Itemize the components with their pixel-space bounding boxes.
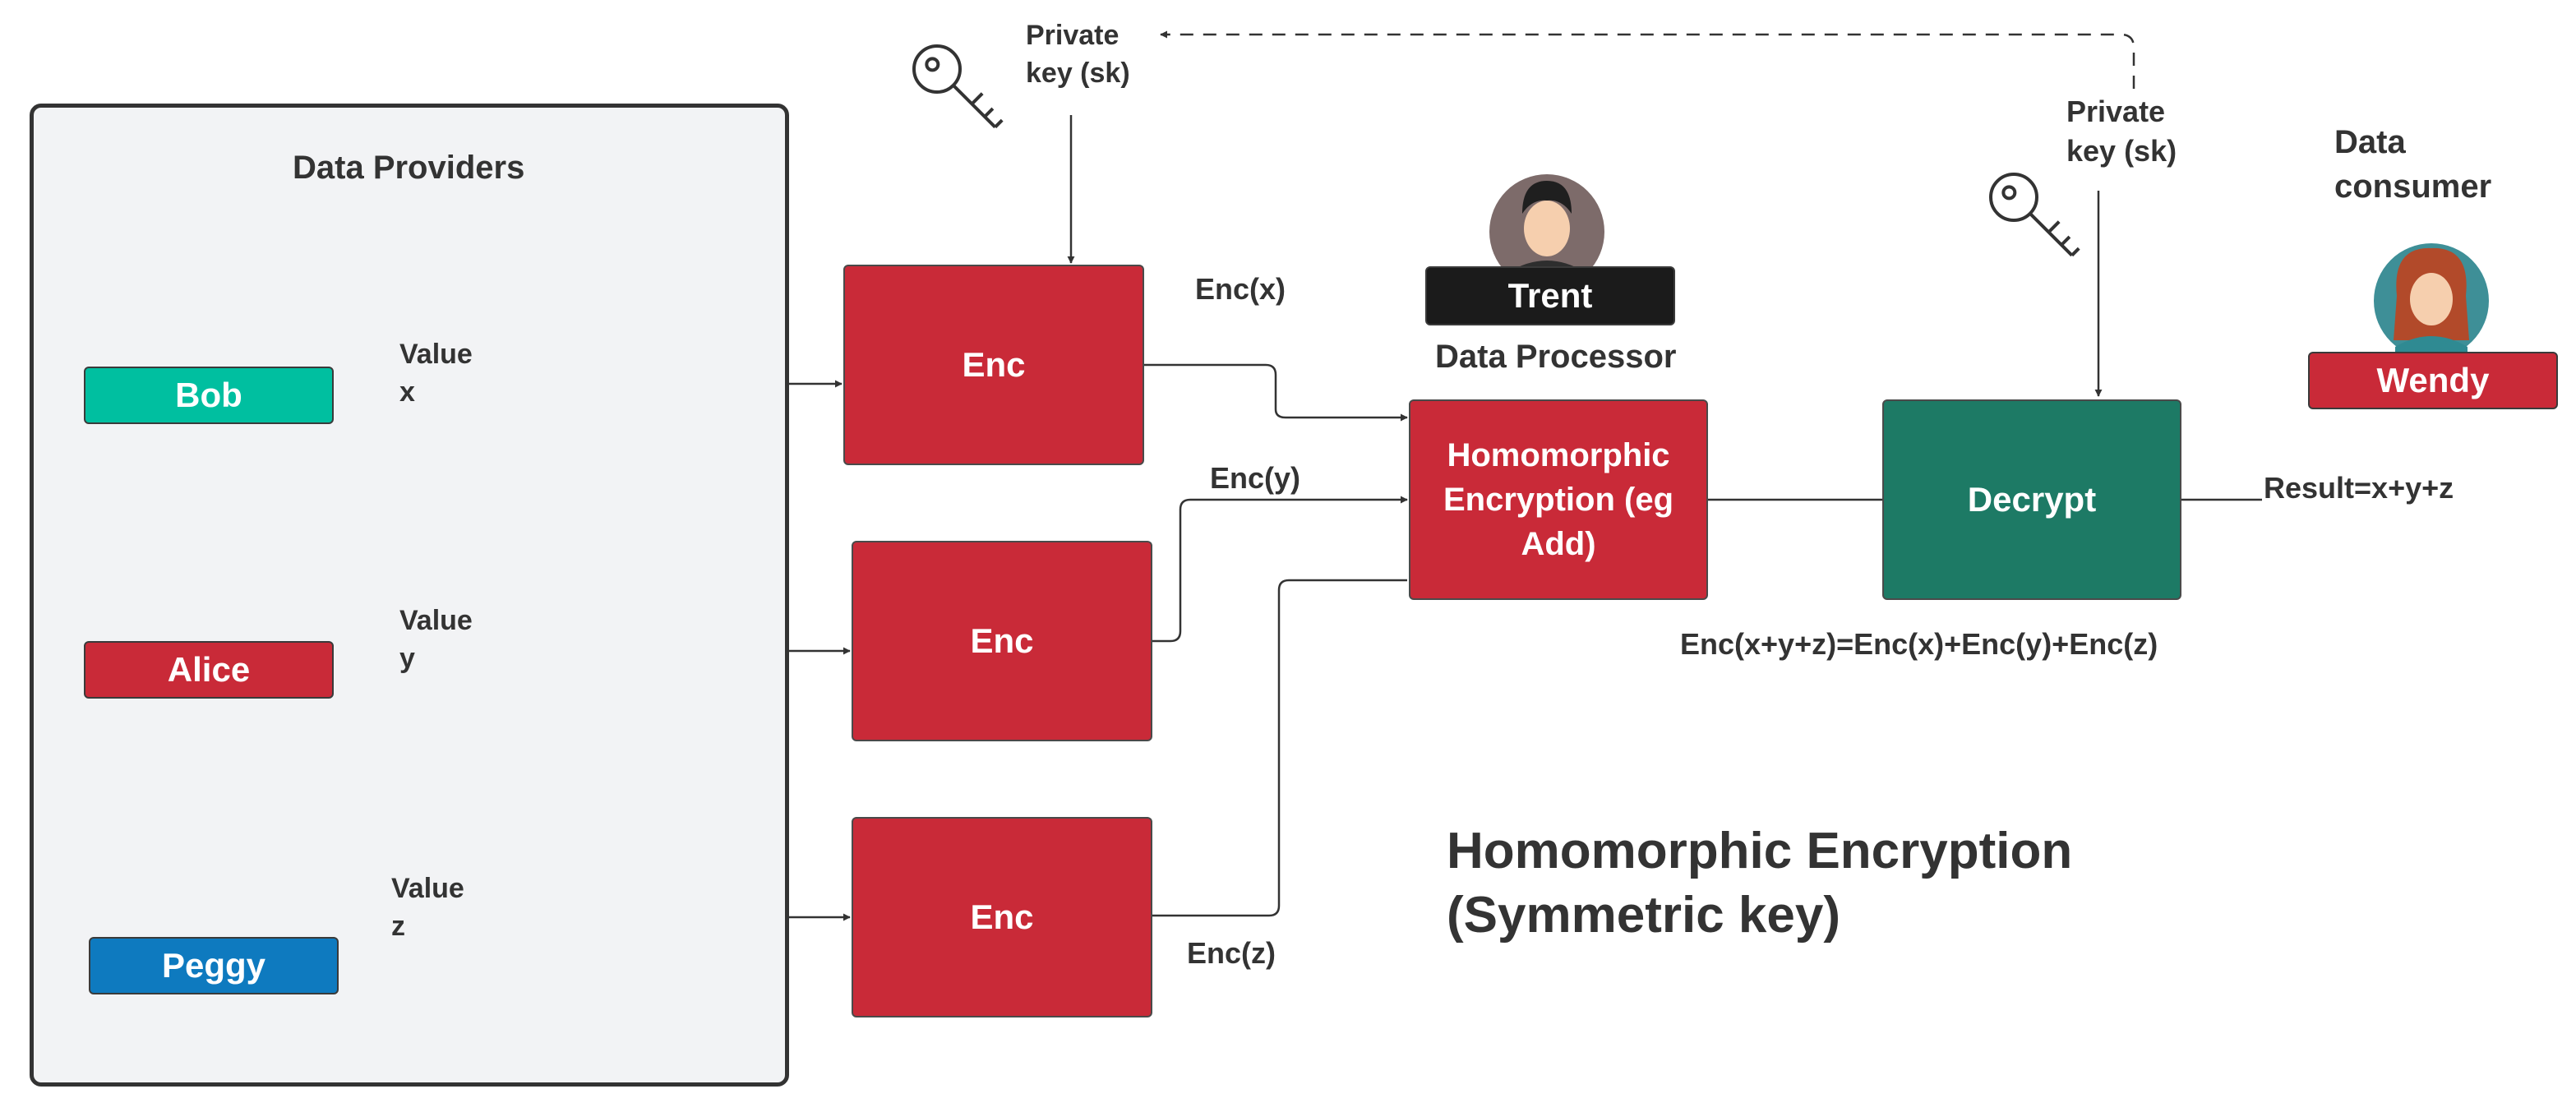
key-icon [912, 44, 1004, 129]
value-label-z: Value [391, 873, 464, 904]
name-badge-peggy: Peggy [89, 937, 339, 994]
processor-role: Data Processor [1435, 339, 1677, 375]
decrypt-box: Decrypt [1882, 399, 2181, 600]
key-label-decrypt: Private key (sk) [2066, 95, 2177, 168]
value-var-z: z [391, 911, 405, 942]
value-label-x: Value [399, 339, 473, 370]
enc-box-y: Enc [852, 541, 1152, 741]
value-var-x: x [399, 376, 415, 408]
enc-output-x: Enc(x) [1195, 272, 1286, 306]
homomorphic-formula: Enc(x+y+z)=Enc(x)+Enc(y)+Enc(z) [1680, 627, 2158, 661]
data-providers-title: Data Providers [293, 150, 525, 186]
avatar-wendy [2374, 243, 2489, 358]
arrow-enc-y [1152, 496, 1408, 643]
dashed-key-share [1160, 30, 2135, 89]
value-var-y: y [399, 643, 415, 674]
consumer-role: Data consumer [2334, 124, 2492, 205]
enc-box-z: Enc [852, 817, 1152, 1017]
value-label-y: Value [399, 605, 473, 636]
name-badge-wendy: Wendy [2308, 352, 2558, 409]
key-label-encrypt: Private key (sk) [1026, 20, 1130, 89]
result-label: Result=x+y+z [2264, 471, 2454, 505]
name-badge-alice: Alice [84, 641, 334, 699]
caption-line-2: (Symmetric key) [1447, 887, 1841, 944]
caption-line-1: Homomorphic Encryption [1447, 823, 2073, 879]
data-providers-panel [30, 104, 789, 1087]
arrow-enc-x [1144, 363, 1408, 422]
key-icon [1989, 173, 2080, 257]
arrow-enc-z [1152, 579, 1407, 917]
enc-box-x: Enc [843, 265, 1144, 465]
enc-output-y: Enc(y) [1210, 461, 1301, 495]
enc-output-z: Enc(z) [1187, 936, 1276, 970]
name-badge-bob: Bob [84, 367, 334, 424]
name-badge-trent: Trent [1425, 266, 1675, 325]
homomorphic-op-box: Homomorphic Encryption (eg Add) [1409, 399, 1708, 600]
